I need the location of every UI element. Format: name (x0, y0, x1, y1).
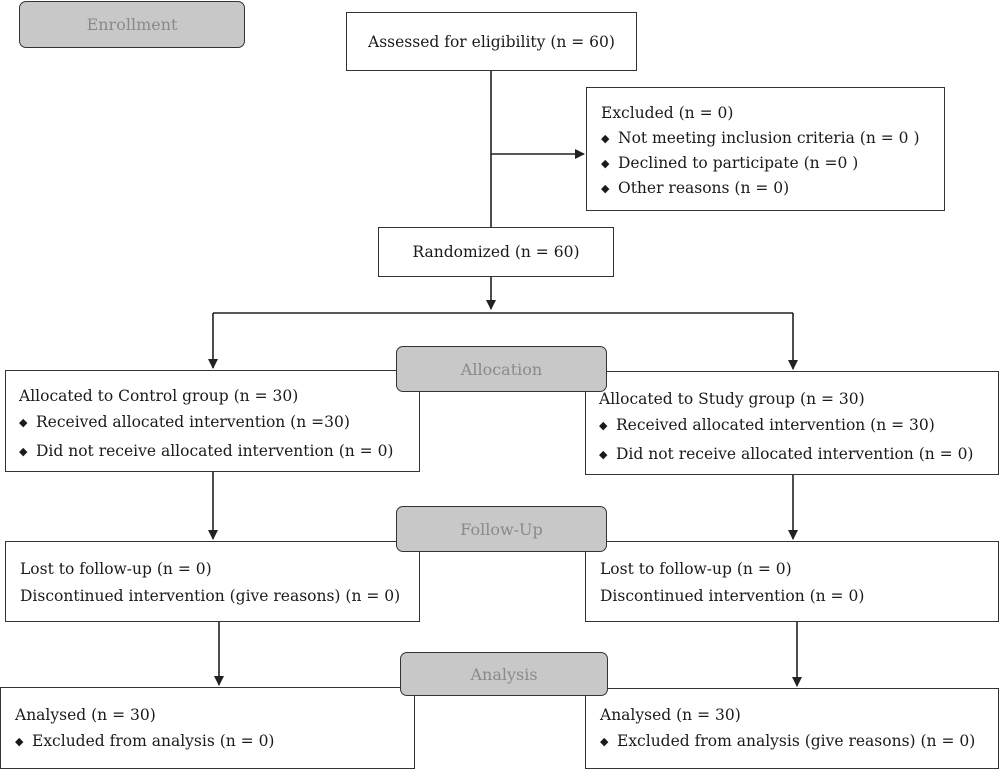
control-analysis-box: Analysed (n = 30) ◆Excluded from analysi… (0, 687, 415, 769)
study-followup-box: Lost to follow-up (n = 0) Discontinued i… (585, 541, 999, 622)
study-followup-lost: Lost to follow-up (n = 0) (600, 560, 792, 578)
excluded-item: ◆Other reasons (n = 0) (601, 175, 944, 202)
study-followup-discontinued: Discontinued intervention (n = 0) (600, 587, 865, 605)
study-allocation-title: Allocated to Study group (n = 30) (599, 390, 865, 408)
stage-follow-up-label: Follow-Up (460, 519, 543, 539)
control-followup-lost: Lost to follow-up (n = 0) (20, 560, 212, 578)
randomized-label: Randomized (n = 60) (412, 243, 580, 261)
diamond-bullet-icon: ◆ (19, 445, 28, 458)
study-allocation-item: ◆Did not receive allocated intervention … (599, 441, 998, 468)
study-allocation-item: ◆Received allocated intervention (n = 30… (599, 412, 998, 439)
excluded-title: Excluded (n = 0) (601, 104, 734, 122)
control-allocation-title: Allocated to Control group (n = 30) (19, 387, 299, 405)
diamond-bullet-icon: ◆ (599, 419, 608, 432)
diamond-bullet-icon: ◆ (601, 157, 610, 170)
control-allocation-box: Allocated to Control group (n = 30) ◆Rec… (5, 370, 420, 472)
diamond-bullet-icon: ◆ (600, 735, 609, 748)
assessed-label: Assessed for eligibility (n = 60) (368, 32, 615, 51)
diamond-bullet-icon: ◆ (601, 182, 610, 195)
stage-allocation: Allocation (396, 346, 607, 392)
excluded-item: ◆Declined to participate (n =0 ) (601, 150, 944, 177)
study-analysis-item: ◆Excluded from analysis (give reasons) (… (600, 728, 998, 755)
diamond-bullet-icon: ◆ (19, 416, 28, 429)
control-followup-box: Lost to follow-up (n = 0) Discontinued i… (5, 541, 420, 622)
stage-allocation-label: Allocation (460, 359, 543, 379)
control-allocation-item: ◆Did not receive allocated intervention … (19, 438, 419, 465)
randomized-box: Randomized (n = 60) (378, 227, 614, 277)
stage-enrollment: Enrollment (19, 1, 245, 48)
stage-follow-up: Follow-Up (396, 506, 607, 552)
stage-enrollment-label: Enrollment (86, 15, 178, 34)
excluded-item: ◆Not meeting inclusion criteria (n = 0 ) (601, 125, 944, 152)
control-analysis-title: Analysed (n = 30) (15, 706, 156, 724)
control-followup-discontinued: Discontinued intervention (give reasons)… (20, 587, 401, 605)
diamond-bullet-icon: ◆ (15, 735, 24, 748)
control-allocation-item: ◆Received allocated intervention (n =30) (19, 409, 419, 436)
control-analysis-item: ◆Excluded from analysis (n = 0) (15, 728, 414, 755)
excluded-box: Excluded (n = 0) ◆Not meeting inclusion … (586, 87, 945, 211)
study-allocation-box: Allocated to Study group (n = 30) ◆Recei… (585, 371, 999, 475)
assessed-box: Assessed for eligibility (n = 60) (346, 12, 637, 71)
stage-analysis-label: Analysis (470, 664, 538, 684)
diamond-bullet-icon: ◆ (599, 448, 608, 461)
study-analysis-title: Analysed (n = 30) (600, 706, 741, 724)
study-analysis-box: Analysed (n = 30) ◆Excluded from analysi… (585, 688, 999, 769)
diamond-bullet-icon: ◆ (601, 132, 610, 145)
stage-analysis: Analysis (400, 652, 608, 696)
